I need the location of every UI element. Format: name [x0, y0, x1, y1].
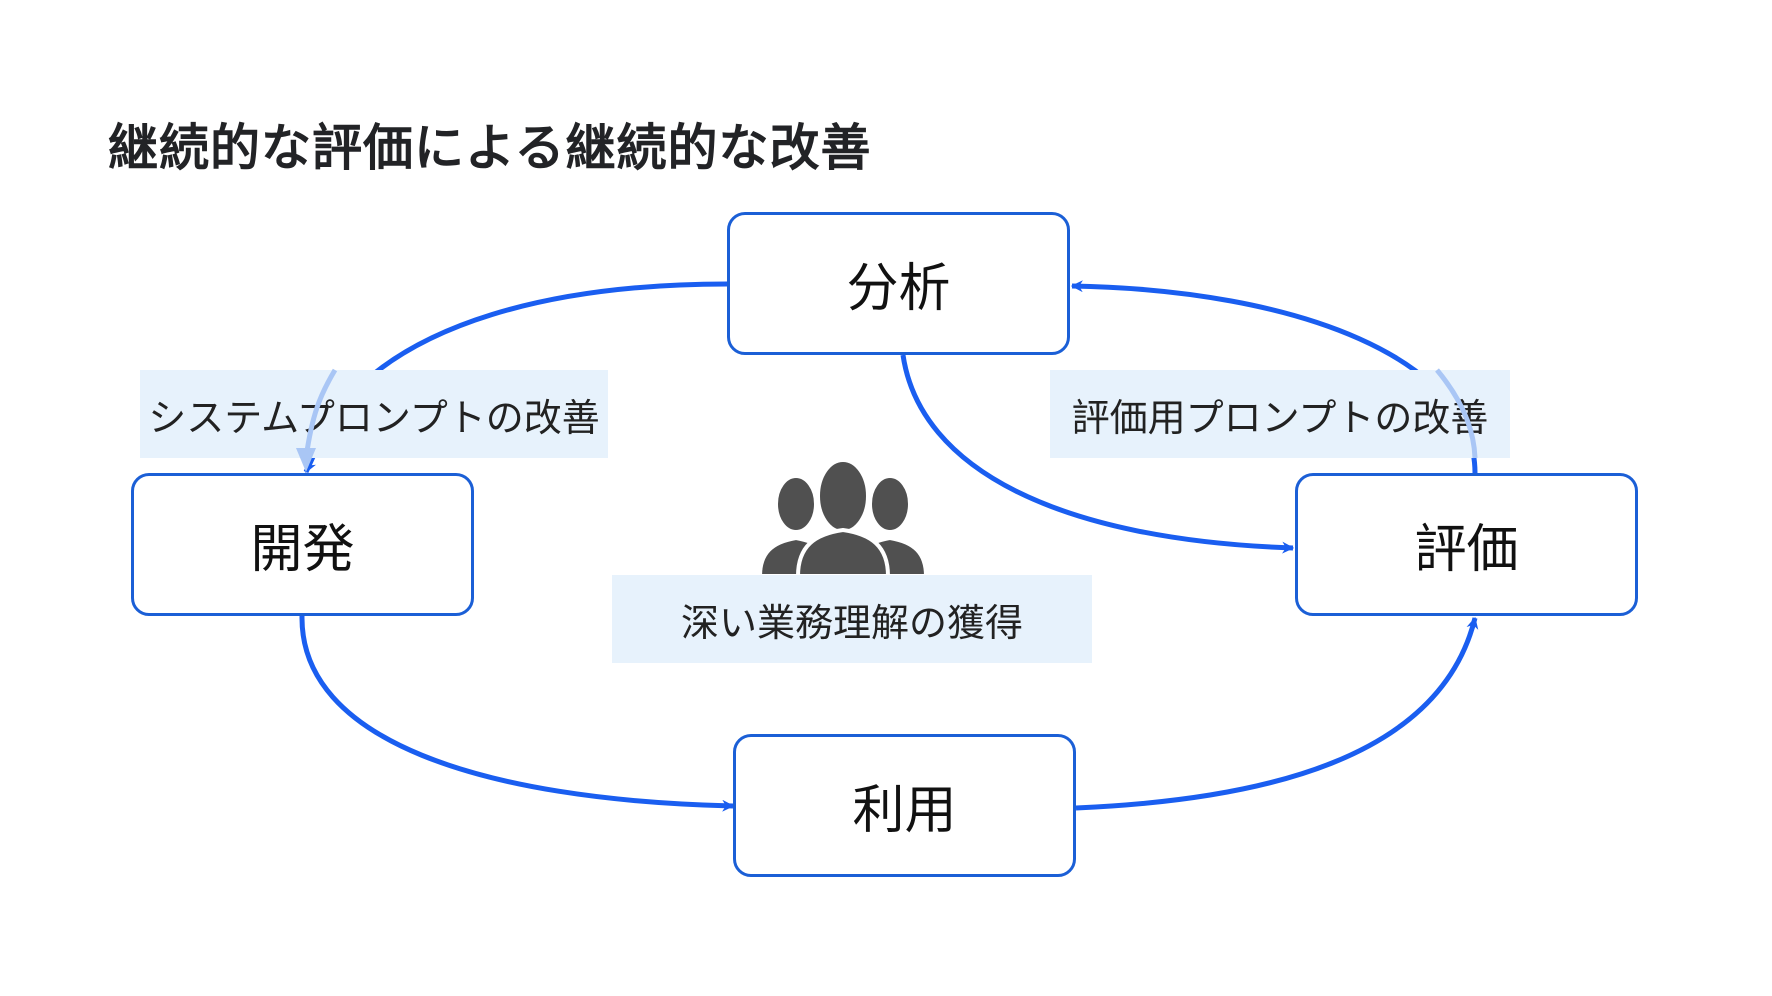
label-system-prompt-text: システムプロンプトの改善	[148, 395, 600, 440]
node-usage-label: 利用	[852, 781, 957, 841]
node-usage[interactable]: 利用	[733, 734, 1076, 877]
node-analysis[interactable]: 分析	[727, 212, 1070, 355]
label-eval-prompt: 評価用プロンプトの改善	[1050, 370, 1510, 458]
node-development-label: 開発	[250, 520, 355, 580]
edge-analysis-to-development-faded	[303, 368, 338, 459]
edge-analysis-to-evaluation	[900, 354, 1295, 554]
node-analysis-label: 分析	[846, 259, 951, 319]
node-evaluation[interactable]: 評価	[1295, 473, 1638, 616]
diagram-title: 継続的な評価による継続的な改善	[108, 119, 872, 177]
arrowhead-development-faded	[296, 448, 316, 472]
label-center: 深い業務理解の獲得	[612, 575, 1092, 663]
node-development[interactable]: 開発	[131, 473, 474, 616]
edge-development-to-usage	[299, 615, 735, 812]
edge-usage-to-evaluation	[1075, 616, 1479, 811]
label-eval-prompt-text: 評価用プロンプトの改善	[1071, 395, 1489, 440]
edge-evaluation-to-analysis-faded	[1435, 368, 1478, 459]
label-system-prompt: システムプロンプトの改善	[140, 370, 608, 458]
node-evaluation-label: 評価	[1414, 520, 1519, 580]
label-center-text: 深い業務理解の獲得	[680, 600, 1023, 645]
people-group-icon	[760, 458, 926, 576]
